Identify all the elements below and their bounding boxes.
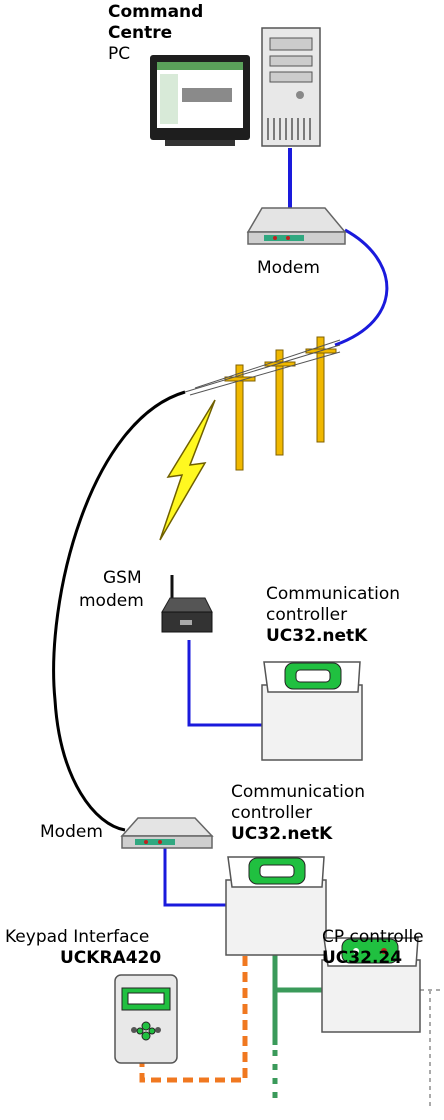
pc-label-line2: Centre xyxy=(108,23,173,43)
gsm-modem-icon xyxy=(161,575,213,633)
comm1-label-line3: UC32.netK xyxy=(266,626,368,646)
modem-top-icon xyxy=(246,207,347,245)
cp-label-line2: UC32.24 xyxy=(322,948,403,968)
keypad-label-line1: Keypad Interface xyxy=(5,927,150,947)
gsm-label-line2: modem xyxy=(79,591,144,611)
comm-controller-2-icon xyxy=(225,856,327,956)
cp-controller-icon xyxy=(321,937,421,1033)
pole-to-modem-bottom-line xyxy=(52,390,186,832)
pc-label-line1: Command xyxy=(108,2,204,22)
gsm-label-line1: GSM xyxy=(103,568,142,588)
cp-label-line1: CP controlle xyxy=(322,927,424,947)
pc-monitor xyxy=(150,55,250,146)
comm2-label-line1: Communication xyxy=(231,782,365,802)
comm2-label-line3: UC32.netK xyxy=(231,824,333,844)
keypad-label-line2: UCKRA420 xyxy=(60,948,162,968)
modem-bottom-label: Modem xyxy=(40,822,103,842)
gsm-comm-line xyxy=(187,640,262,727)
modem-top-label: Modem xyxy=(257,258,320,278)
modem-pole-line xyxy=(334,228,389,347)
comm-controller-1-icon xyxy=(261,661,363,761)
comm1-label-line2: controller xyxy=(266,605,348,625)
modem-comm-line xyxy=(163,848,226,907)
cp-extension-line xyxy=(420,989,444,1110)
utility-poles xyxy=(224,336,337,471)
modem-bottom-icon xyxy=(120,817,214,849)
pc-tower xyxy=(261,27,321,147)
pole-wires xyxy=(184,339,341,396)
comm2-label-line2: controller xyxy=(231,803,313,823)
comm1-label-line1: Communication xyxy=(266,584,400,604)
keypad-icon xyxy=(114,974,178,1064)
pc-label-line3: PC xyxy=(108,44,131,64)
wireless-lightning xyxy=(159,399,216,541)
